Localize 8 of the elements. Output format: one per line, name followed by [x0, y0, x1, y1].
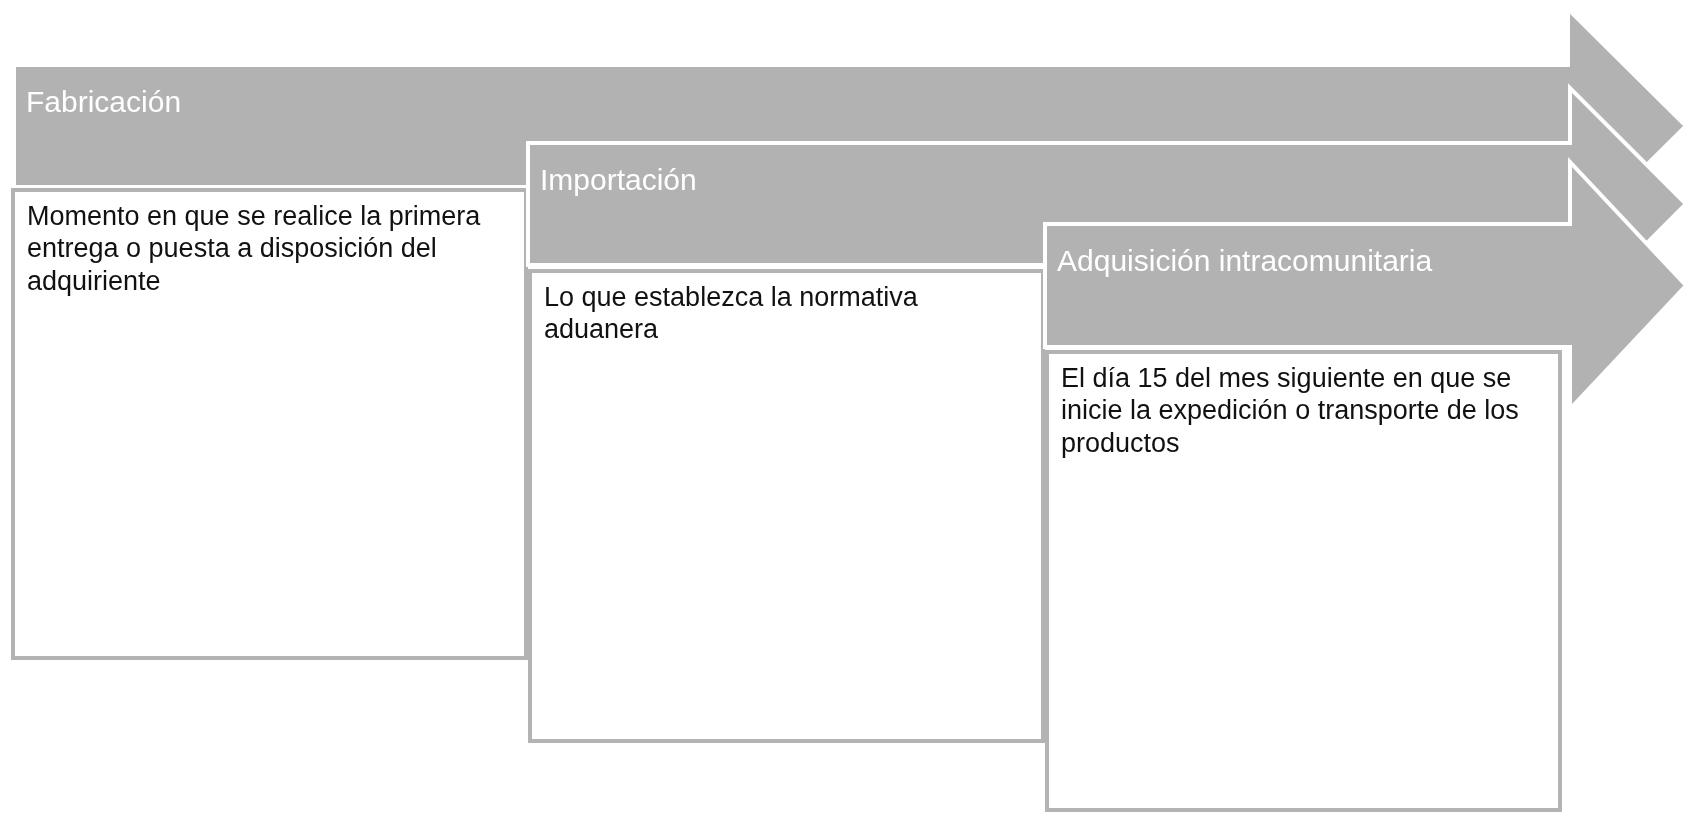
- description-text: El día 15 del mes siguiente en que se inicie la expedición o transporte de los productos: [1061, 363, 1519, 458]
- stage-title: Fabricación: [26, 85, 182, 119]
- description-box: [1045, 350, 1562, 812]
- description-box: [11, 188, 528, 660]
- description-text: Momento en que se realice la primera entrega o puesta a disposición del adquiriente: [27, 201, 481, 296]
- stage-title: Importación: [540, 163, 697, 197]
- stage-title: Adquisición intracomunitaria: [1057, 244, 1433, 278]
- description-text: Lo que establezca la normativa aduanera: [544, 282, 918, 345]
